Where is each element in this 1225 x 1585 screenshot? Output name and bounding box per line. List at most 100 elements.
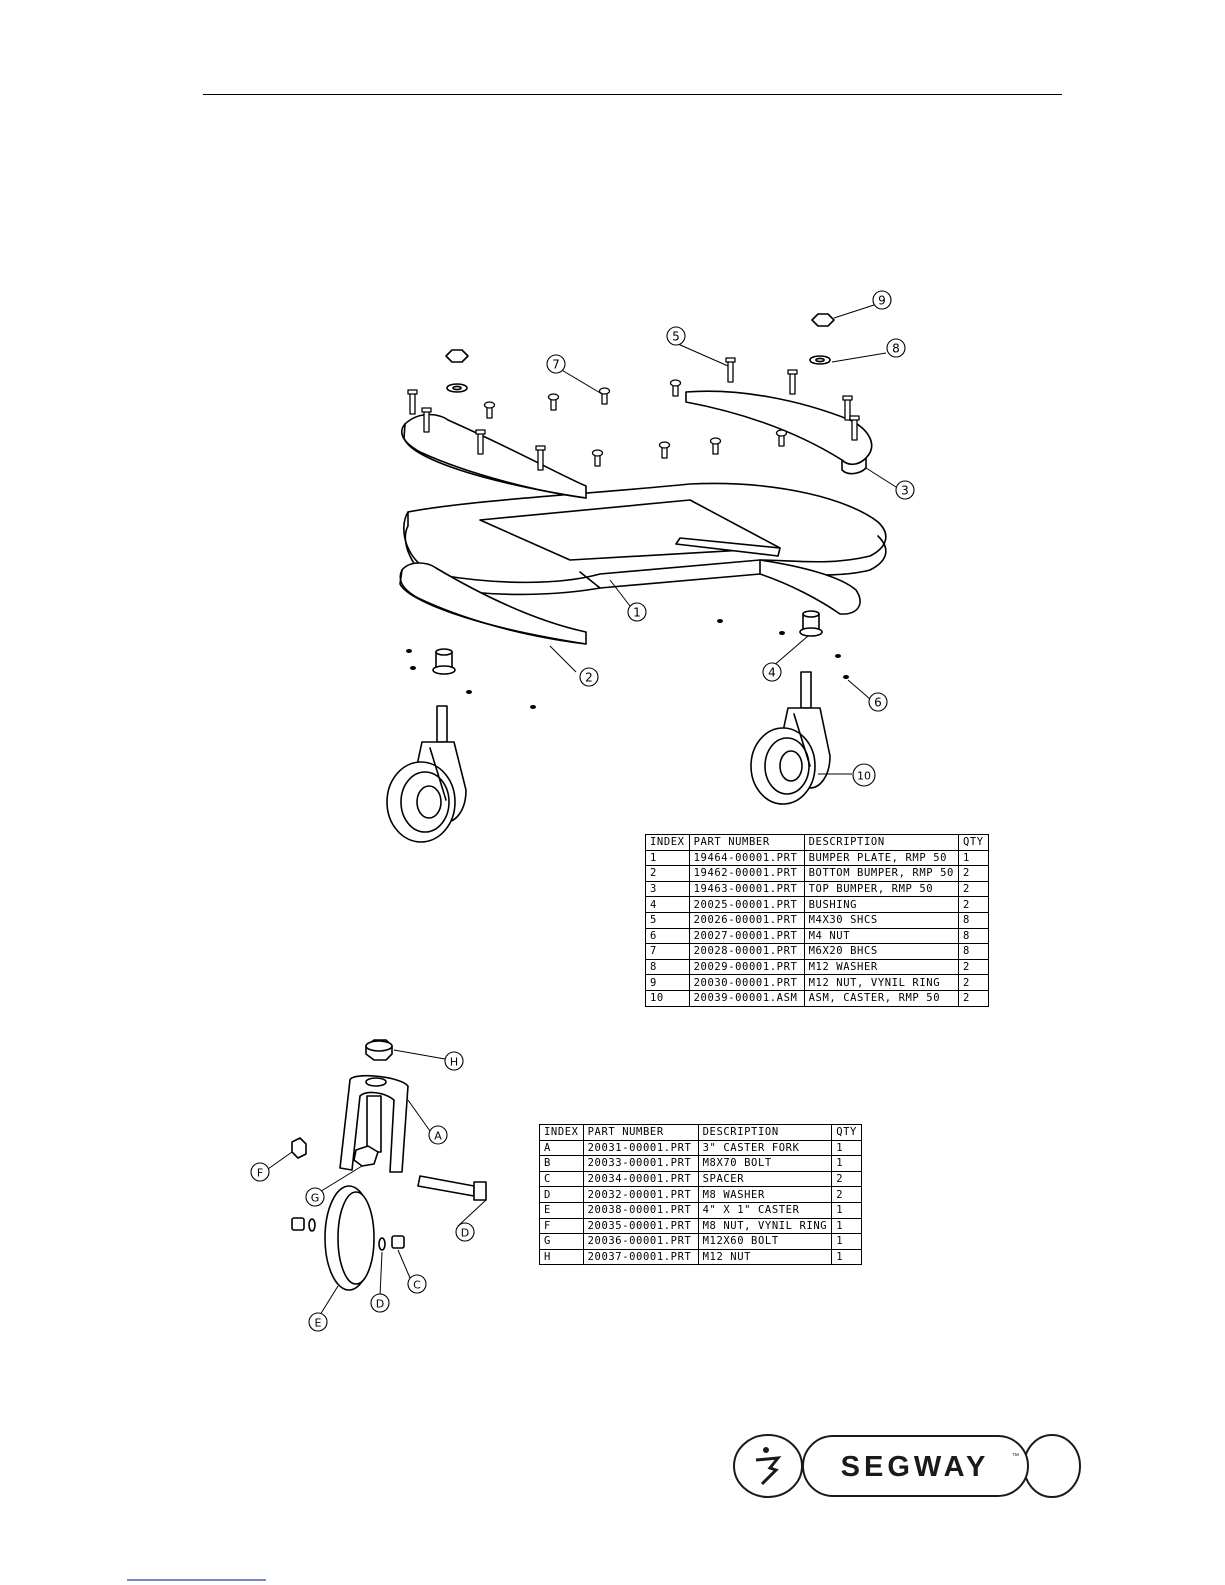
table-header-row: INDEX PART NUMBER DESCRIPTION QTY (645, 834, 989, 851)
segway-rider-icon (755, 1447, 782, 1486)
svg-text:C: C (413, 1279, 421, 1292)
cell-index: 1 (645, 849, 690, 867)
header-part-number: PART NUMBER (688, 834, 805, 851)
svg-text:1: 1 (633, 606, 641, 620)
svg-text:5: 5 (672, 330, 680, 344)
cell-qty: 2 (831, 1186, 862, 1203)
cell-description: M12 NUT (697, 1248, 833, 1266)
svg-text:6: 6 (874, 696, 882, 710)
cell-qty: 2 (957, 989, 989, 1007)
cell-description: TOP BUMPER, RMP 50 (803, 880, 959, 898)
cell-description: ASM, CASTER, RMP 50 (803, 989, 959, 1007)
cell-index: 4 (645, 896, 690, 913)
svg-text:A: A (434, 1130, 442, 1143)
cell-description: M8 NUT, VYNIL RING (697, 1217, 833, 1235)
svg-text:™: ™ (1012, 1453, 1019, 1460)
callout-8: 8 (886, 338, 906, 358)
cell-description: SPACER (697, 1170, 833, 1188)
cell-qty: 1 (831, 1233, 862, 1250)
bottom-bumper-right (759, 559, 861, 615)
cell-index: C (539, 1170, 584, 1188)
callout-F: F (250, 1162, 270, 1182)
svg-text:2: 2 (585, 671, 593, 685)
cell-qty: 1 (831, 1248, 862, 1266)
cell-part-number: 20036-00001.PRT (582, 1233, 699, 1250)
cell-part-number: 20034-00001.PRT (582, 1170, 699, 1188)
svg-text:4: 4 (768, 666, 776, 680)
svg-text:F: F (257, 1167, 263, 1180)
callout-D-bolt: D (455, 1222, 475, 1242)
callout-G: G (305, 1187, 325, 1207)
svg-text:9: 9 (878, 294, 886, 308)
leader-lines (267, 304, 897, 1316)
cell-index: A (539, 1139, 584, 1157)
cell-description: M6X20 BHCS (803, 943, 959, 960)
header-qty: QTY (957, 834, 989, 851)
cell-part-number: 20038-00001.PRT (582, 1201, 699, 1219)
bushings (432, 610, 823, 675)
m4-nuts (406, 619, 849, 709)
cell-description: M12 WASHER (803, 958, 959, 976)
cell-index: D (539, 1186, 584, 1203)
cell-description: 3" CASTER FORK (697, 1139, 833, 1157)
cell-description: 4" X 1" CASTER (697, 1201, 833, 1219)
cell-index: 8 (645, 958, 690, 976)
cell-index: 7 (645, 943, 690, 960)
cell-qty: 8 (957, 927, 989, 945)
table-header-row: INDEX PART NUMBER DESCRIPTION QTY (539, 1124, 862, 1141)
cell-part-number: 19464-00001.PRT (688, 849, 805, 867)
cell-part-number: 20032-00001.PRT (582, 1186, 699, 1203)
cell-description: M12 NUT, VYNIL RING (803, 974, 959, 991)
cell-qty: 1 (831, 1217, 862, 1235)
cell-part-number: 20029-00001.PRT (688, 958, 805, 976)
callout-5: 5 (666, 326, 686, 346)
callout-C: C (407, 1274, 427, 1294)
cell-part-number: 20031-00001.PRT (582, 1139, 699, 1157)
svg-text:7: 7 (552, 358, 560, 372)
callout-3: 3 (895, 480, 915, 500)
cell-description: BUSHING (803, 896, 959, 913)
cell-index: 9 (645, 974, 690, 991)
cell-index: 10 (645, 989, 690, 1007)
cell-qty: 2 (831, 1170, 862, 1188)
cell-qty: 8 (957, 943, 989, 960)
callout-7: 7 (546, 354, 566, 374)
callout-1: 1 (627, 602, 647, 622)
cell-index: 2 (645, 865, 690, 882)
cell-qty: 8 (957, 911, 989, 929)
callout-A: A (428, 1125, 448, 1145)
header-index: INDEX (539, 1124, 584, 1141)
cell-index: 3 (645, 880, 690, 898)
header-description: DESCRIPTION (803, 834, 959, 851)
cell-part-number: 20033-00001.PRT (582, 1155, 699, 1172)
cell-description: BUMPER PLATE, RMP 50 (803, 849, 959, 867)
callout-4: 4 (762, 662, 782, 682)
svg-text:10: 10 (857, 770, 871, 783)
cell-index: 6 (645, 927, 690, 945)
caster-assembly-right (750, 671, 831, 805)
cell-qty: 1 (957, 849, 989, 867)
cell-description: BOTTOM BUMPER, RMP 50 (803, 865, 959, 882)
cell-qty: 1 (831, 1155, 862, 1172)
header-qty: QTY (831, 1124, 862, 1141)
caster-assembly-left (386, 705, 467, 843)
header-part-number: PART NUMBER (582, 1124, 699, 1141)
callout-H: H (444, 1051, 464, 1071)
bumper-plate-part-1 (403, 482, 887, 596)
